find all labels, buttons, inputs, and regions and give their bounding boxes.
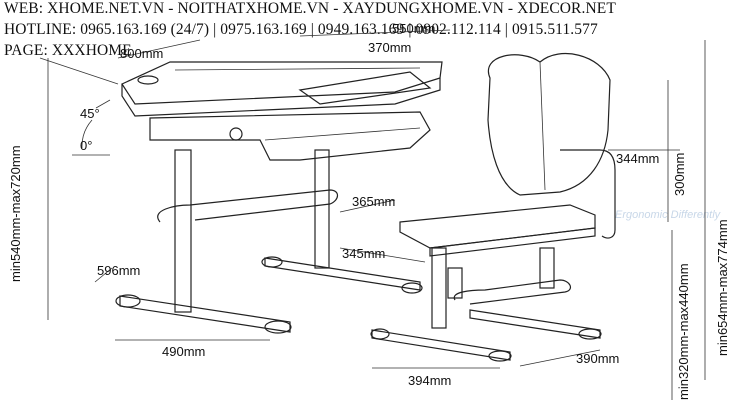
- chair-base-depth-label: 390mm: [576, 351, 619, 366]
- chair-rear-column: [539, 247, 555, 289]
- backrest-divider: [539, 61, 546, 191]
- pencil-slot: [174, 67, 421, 71]
- cup-holder: [137, 75, 159, 85]
- desk-width-line: [117, 39, 201, 59]
- desk-top-inner-label: 370mm: [368, 40, 411, 55]
- chair-right-foot: [469, 309, 601, 339]
- seat-edge: [429, 227, 596, 257]
- chair-left-foot: [371, 329, 511, 361]
- chair-base-depth-line: [519, 349, 601, 367]
- tilt-line: [95, 99, 111, 109]
- desk-width-label: 800mm: [120, 46, 163, 61]
- desk-right-leg: [314, 149, 330, 269]
- desk-leg-span-label: 596mm: [97, 263, 140, 278]
- desk-height-tick: [39, 57, 119, 85]
- header-web: WEB: XHOME.NET.VN - NOITHATXHOME.VN - XA…: [4, 0, 616, 17]
- tilt-min-label: 0°: [80, 138, 92, 153]
- foot-cap: [401, 282, 423, 294]
- seat-width-line: [339, 247, 426, 263]
- desk-left-leg: [174, 149, 192, 313]
- desk-right-foot: [264, 257, 421, 291]
- desk-depth-line: [299, 29, 451, 37]
- book-stand: [298, 71, 432, 105]
- seat-depth-label: 365mm: [352, 194, 395, 209]
- chair-backrest: [487, 53, 611, 196]
- height-lever-icon: [447, 267, 463, 299]
- foot-cap: [115, 294, 141, 308]
- foot-cap: [578, 328, 602, 340]
- backrest-frame: [560, 149, 616, 239]
- desk-dimensions: min540mm-max720mm 800mm 550mm 370mm 596m…: [8, 21, 451, 359]
- desk-height-label: min540mm-max720mm: [8, 145, 23, 282]
- foot-cap: [370, 328, 390, 340]
- chair-dimensions: 344mm 300mm min654mm-max774mm min320mm-m…: [339, 40, 730, 400]
- desk-drawer: [149, 111, 431, 161]
- desk-base-label: 490mm: [162, 344, 205, 359]
- chair-height-label: min654mm-max774mm: [715, 219, 730, 356]
- chair: [370, 53, 616, 362]
- backrest-width-label: 344mm: [616, 151, 659, 166]
- chair-seat: [399, 204, 596, 249]
- desk-crossbar: [157, 189, 339, 223]
- foot-cap: [264, 320, 292, 334]
- desk-left-foot: [119, 295, 291, 333]
- desk-top-edge: [121, 78, 441, 117]
- height-crank-icon: [229, 127, 243, 141]
- seat-height-label: min320mm-max440mm: [676, 263, 691, 400]
- header-page: PAGE: XXXHOME: [4, 42, 132, 59]
- desk-depth-label: 550mm: [392, 21, 435, 36]
- seat-width-label: 345mm: [342, 246, 385, 261]
- drawer-line: [264, 127, 421, 141]
- foot-cap: [488, 350, 512, 362]
- chair-column: [431, 247, 447, 329]
- header-hotline: HOTLINE: 0965.163.169 (24/7) | 0975.163.…: [4, 21, 598, 38]
- desk: [115, 61, 443, 334]
- foot-cap: [261, 256, 283, 268]
- tilt-indicator: 45° 0°: [72, 99, 111, 156]
- chair-base-width-label: 394mm: [408, 373, 451, 388]
- chair-footrest: [453, 279, 572, 305]
- tilt-arc: [81, 119, 93, 149]
- seat-depth-line: [339, 199, 396, 213]
- tilt-max-label: 45°: [80, 106, 100, 121]
- backrest-height-label: 300mm: [672, 153, 687, 196]
- desk-leg-span-line: [94, 267, 113, 283]
